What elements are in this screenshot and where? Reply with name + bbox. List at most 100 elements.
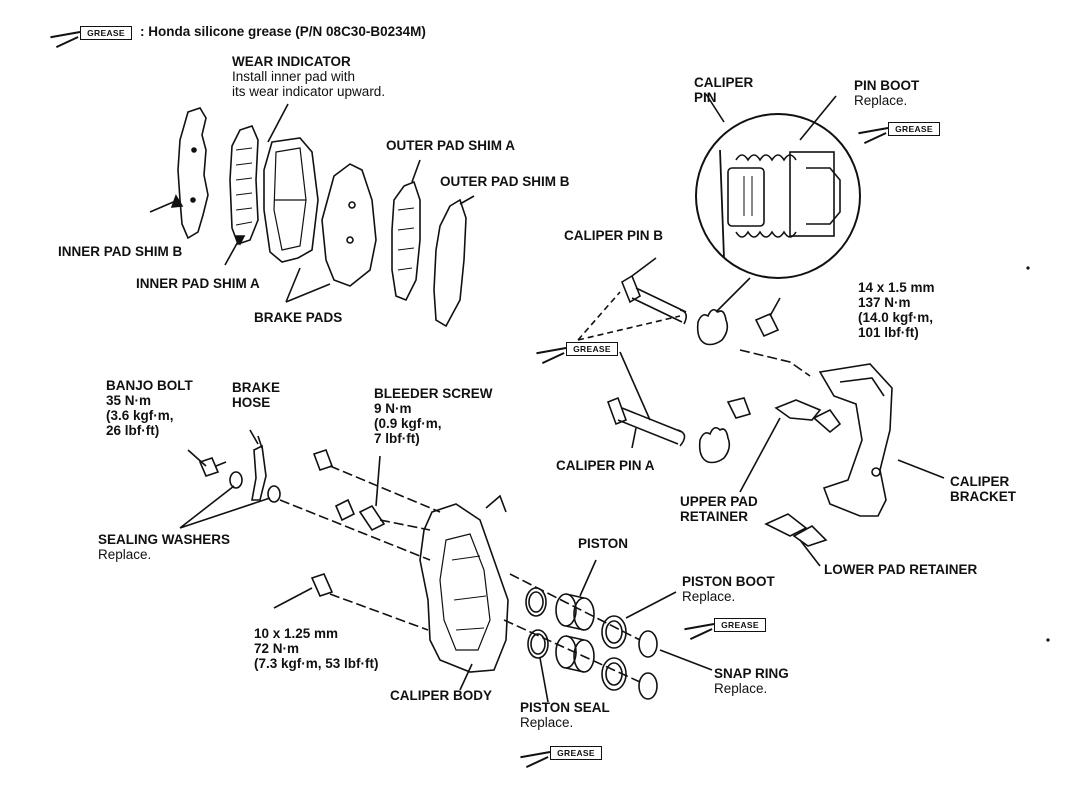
wear-indicator-title: WEAR INDICATOR (232, 54, 351, 69)
inner-pad-shim-a-label: INNER PAD SHIM A (136, 276, 260, 291)
wear-indicator-label: WEAR INDICATOR Install inner pad with it… (232, 54, 385, 99)
caliper-body-bolt-lower (310, 573, 334, 597)
grease-tag-label: GREASE (714, 618, 766, 632)
banjo-bolt-line-1: 35 N·m (106, 393, 152, 408)
banjo-bolt-line-3: 26 lbf·ft) (106, 423, 160, 438)
piston-seal-title: PISTON SEAL (520, 700, 610, 715)
caliper-bracket-label: CALIPER BRACKET (950, 474, 1016, 504)
caliper-pin-line-1: CALIPER (694, 75, 754, 90)
snap-ring-title: SNAP RING (714, 666, 789, 681)
piston-label: PISTON (578, 536, 629, 551)
upper-pad-retainer-label: UPPER PAD RETAINER (680, 494, 758, 524)
sealing-washers-title: SEALING WASHERS (98, 532, 231, 547)
caliper-pin-b-label: CALIPER PIN B (564, 228, 664, 243)
pin-boot-note: Replace. (854, 93, 908, 108)
bolt-14-line-3: (14.0 kgf·m, (858, 310, 934, 325)
bolt-14-label: 14 x 1.5 mm 137 N·m (14.0 kgf·m, 101 lbf… (858, 280, 935, 340)
bleeder-screw-line-3: 7 lbf·ft) (374, 431, 420, 446)
outer-pad-shim-a (391, 180, 421, 302)
bolt-10-line-1: 10 x 1.25 mm (254, 626, 339, 641)
sealing-washer-2 (267, 485, 281, 503)
bleeder-screw-title: BLEEDER SCREW (374, 386, 493, 401)
piston-boot-label: PISTON BOOT Replace. (682, 574, 775, 604)
snap-ring-note: Replace. (714, 681, 768, 696)
piston-seal-upper (525, 587, 547, 617)
lower-pad-retainer-label: LOWER PAD RETAINER (824, 562, 978, 577)
wear-indicator-note-2: its wear indicator upward. (232, 84, 386, 99)
bleeder-screw (334, 498, 386, 532)
caliper-body-bolt-upper (312, 448, 334, 472)
upper-pad-retainer-line-1: UPPER PAD (680, 494, 758, 509)
banjo-bolt-line-2: (3.6 kgf·m, (106, 408, 174, 423)
piston-boot-note: Replace. (682, 589, 736, 604)
piston-seal-note: Replace. (520, 715, 574, 730)
sealing-washer-1 (229, 471, 243, 489)
caliper-bracket (818, 363, 893, 517)
grease-tag-label: GREASE (566, 342, 618, 356)
piston-seal-lower (527, 629, 549, 659)
outer-pad-shim-a-label: OUTER PAD SHIM A (386, 138, 516, 153)
grease-tag-piston-seal: GREASE (520, 740, 606, 768)
inner-pad-shim-b (177, 107, 209, 240)
grease-tag-label: GREASE (80, 26, 132, 40)
bolt-14-line-2: 137 N·m (858, 295, 911, 310)
snap-ring-lower (638, 672, 658, 700)
caliper-bracket-line-1: CALIPER (950, 474, 1010, 489)
caliper-pin-a (606, 396, 686, 447)
legend-text: : Honda silicone grease (P/N 08C30-B0234… (140, 24, 426, 39)
bleeder-screw-line-1: 9 N·m (374, 401, 412, 416)
bolt-10-line-2: 72 N·m (254, 641, 300, 656)
caliper-body-label: CALIPER BODY (390, 688, 493, 703)
sealing-washers-note: Replace. (98, 547, 152, 562)
caliper-body (419, 494, 509, 673)
bolt-10-line-3: (7.3 kgf·m, 53 lbf·ft) (254, 656, 379, 671)
caliper-pin-label: CALIPER PIN (694, 75, 753, 105)
outer-pad-shim-b-label: OUTER PAD SHIM B (440, 174, 570, 189)
sealing-washers-label: SEALING WASHERS Replace. (98, 532, 230, 562)
lower-pad-retainer (764, 513, 828, 547)
banjo-bolt-title: BANJO BOLT (106, 378, 193, 393)
banjo-bolt-label: BANJO BOLT 35 N·m (3.6 kgf·m, 26 lbf·ft) (106, 378, 193, 438)
grease-tag-label: GREASE (550, 746, 602, 760)
banjo-bolt (198, 457, 227, 477)
pin-boot-label: PIN BOOT Replace. (854, 78, 919, 108)
inner-pad-shim-b-label: INNER PAD SHIM B (58, 244, 183, 259)
snap-ring-label: SNAP RING Replace. (714, 666, 789, 696)
grease-tag-legend: GREASE (50, 20, 136, 48)
caliper-pin-b (621, 274, 688, 325)
caliper-pin-a-label: CALIPER PIN A (556, 458, 655, 473)
piston-seal-label: PISTON SEAL Replace. (520, 700, 610, 730)
inner-pad-shim-a (229, 125, 259, 246)
upper-pad-retainer-line-2: RETAINER (680, 509, 749, 524)
grease-tag-caliper-pin: GREASE (536, 336, 622, 364)
snap-ring-upper (638, 630, 658, 658)
upper-pad-retainer (774, 399, 842, 434)
bracket-bolts (726, 312, 780, 419)
brake-hose (251, 435, 267, 501)
bleeder-screw-label: BLEEDER SCREW 9 N·m (0.9 kgf·m, 7 lbf·ft… (374, 386, 493, 446)
caliper-pin-line-2: PIN (694, 90, 717, 105)
piston-boot-title: PISTON BOOT (682, 574, 775, 589)
caliper-pin-detail (695, 113, 861, 279)
bleeder-screw-line-2: (0.9 kgf·m, (374, 416, 442, 431)
wear-indicator-note-1: Install inner pad with (232, 69, 356, 84)
outer-pad-shim-b (433, 198, 467, 328)
grease-tag-piston-boot: GREASE (684, 612, 770, 640)
brake-hose-line-1: BRAKE (232, 380, 281, 395)
piston-boot-upper (601, 615, 627, 649)
grease-tag-pin-boot: GREASE (858, 116, 944, 144)
brake-pads-label: BRAKE PADS (254, 310, 343, 325)
bolt-14-line-4: 101 lbf·ft) (858, 325, 919, 340)
brake-hose-label: BRAKE HOSE (232, 380, 280, 410)
bolt-10-label: 10 x 1.25 mm 72 N·m (7.3 kgf·m, 53 lbf·f… (254, 626, 379, 671)
pin-boots (696, 308, 731, 464)
bolt-14-line-1: 14 x 1.5 mm (858, 280, 935, 295)
pin-boot-title: PIN BOOT (854, 78, 920, 93)
brake-pad-outer (321, 163, 377, 287)
caliper-bracket-line-2: BRACKET (950, 489, 1016, 504)
grease-tag-label: GREASE (888, 122, 940, 136)
piston-upper (555, 593, 595, 631)
piston-lower (555, 635, 595, 673)
brake-hose-line-2: HOSE (232, 395, 271, 410)
